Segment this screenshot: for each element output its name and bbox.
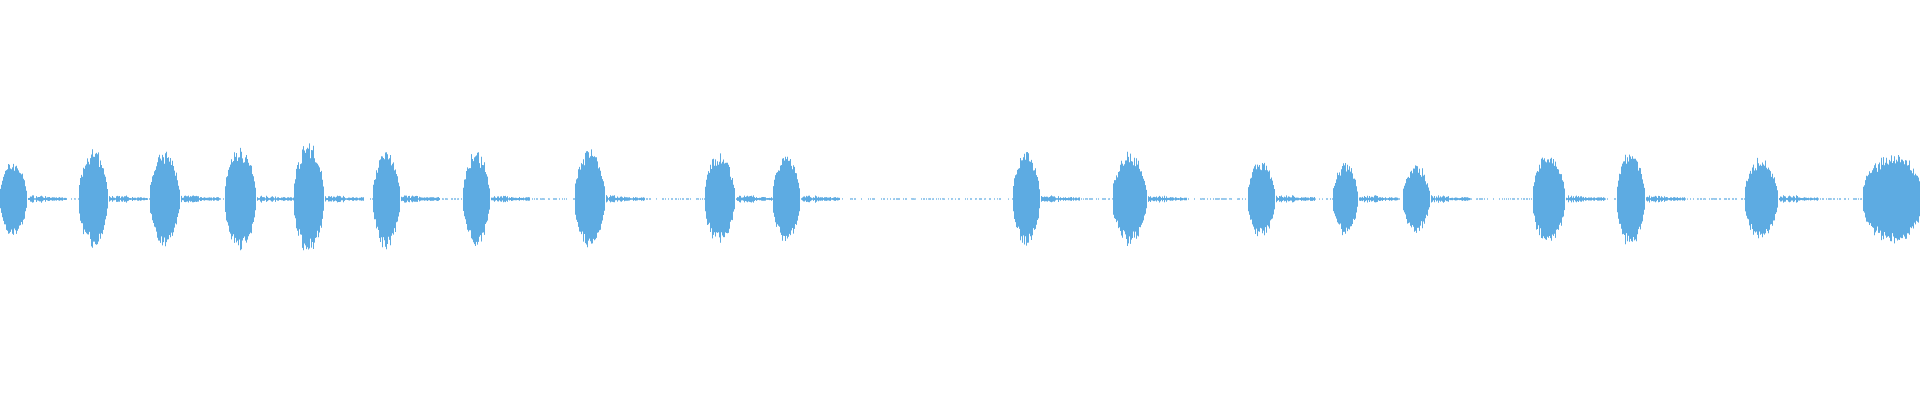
waveform-path — [0, 143, 1920, 251]
waveform-bars — [0, 143, 1920, 251]
